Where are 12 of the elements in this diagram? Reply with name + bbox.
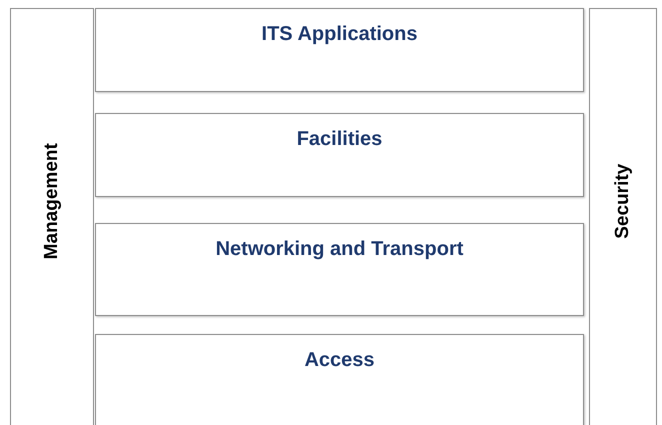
layer-box — [95, 334, 584, 425]
layer-box — [95, 113, 584, 197]
side-bar — [589, 8, 657, 425]
layer-box — [95, 8, 584, 92]
layer-label: Facilities — [296, 127, 382, 152]
layer-label: Networking and Transport — [216, 237, 464, 262]
side-bar-label: Security — [610, 164, 634, 238]
side-bar — [10, 8, 94, 425]
layer-box — [95, 223, 584, 316]
layer-label: Access — [304, 348, 375, 373]
side-bar-label: Management — [40, 142, 63, 260]
layer-label: ITS Applications — [262, 22, 418, 47]
